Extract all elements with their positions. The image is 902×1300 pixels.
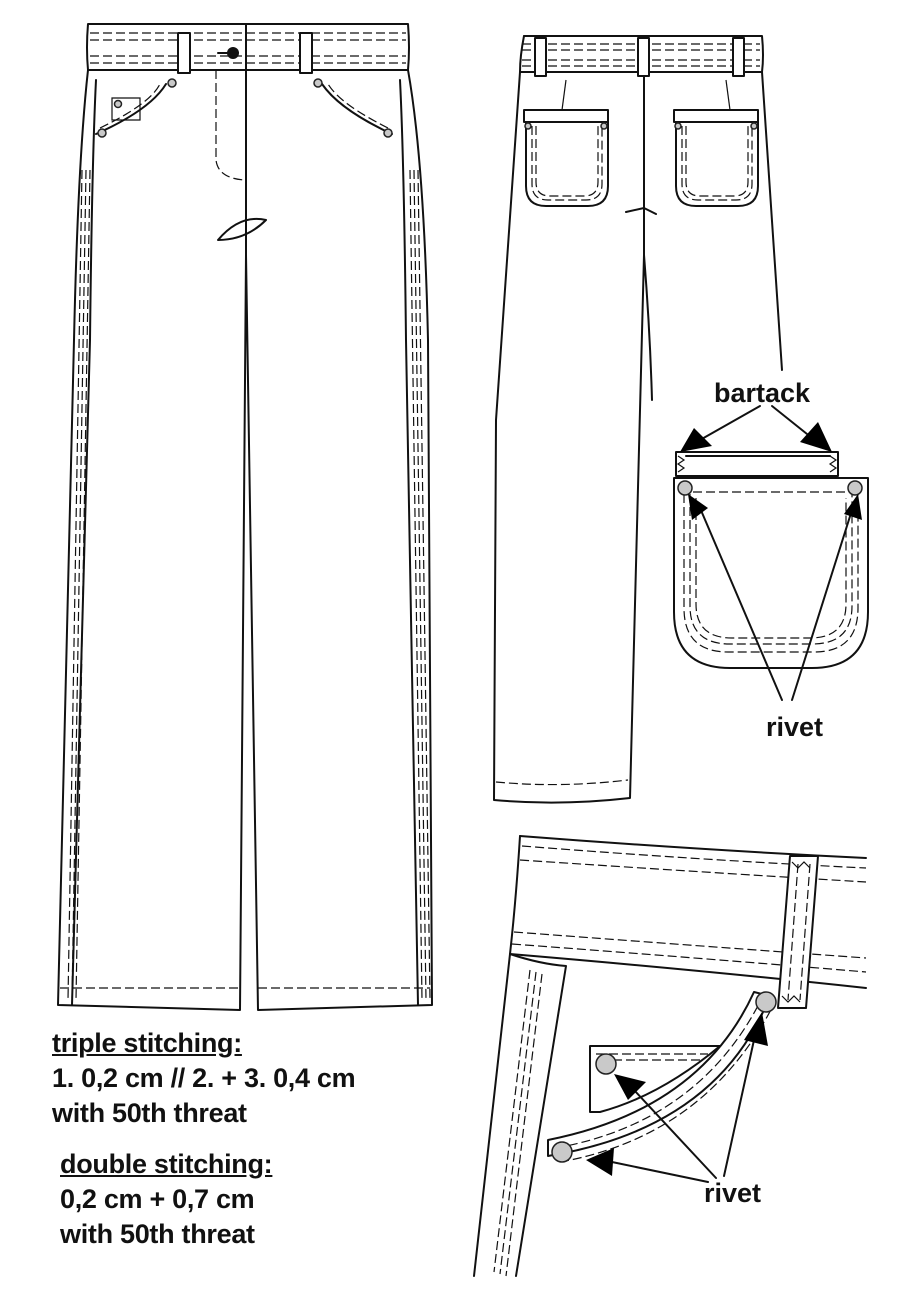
- button: [227, 47, 239, 59]
- rivet-arrow: [614, 1074, 646, 1100]
- rivet: [524, 122, 532, 130]
- triple-stitching-line1: 1. 0,2 cm // 2. + 3. 0,4 cm: [52, 1063, 356, 1093]
- rivet: [313, 78, 323, 88]
- double-stitching-title: double stitching:: [60, 1149, 273, 1179]
- belt-loop: [637, 37, 650, 77]
- front-pocket-detail: rivet: [473, 835, 867, 1277]
- coin-pocket: [589, 1045, 721, 1113]
- rivet-arrow: [844, 494, 862, 520]
- rivet: [600, 122, 608, 130]
- back-view: [493, 35, 783, 804]
- rivet: [750, 122, 758, 130]
- rivet: [674, 122, 682, 130]
- belt-loop: [534, 37, 547, 77]
- rivet-label-front: rivet: [704, 1178, 761, 1208]
- belt-loop: [732, 37, 745, 77]
- front-view: [57, 23, 433, 1011]
- bartack-arrow: [800, 422, 832, 452]
- rivet: [167, 78, 177, 88]
- rivet: [113, 99, 123, 109]
- rivet-arrow: [586, 1148, 614, 1176]
- triple-stitching-note: triple stitching: 1. 0,2 cm // 2. + 3. 0…: [52, 1026, 356, 1131]
- rivet: [383, 128, 393, 138]
- pocket-body: [673, 477, 869, 669]
- rivet: [847, 480, 863, 496]
- rivet: [677, 480, 693, 496]
- rivet: [551, 1141, 573, 1163]
- bartack-label: bartack: [714, 378, 811, 408]
- triple-stitching-line2: with 50th threat: [52, 1098, 247, 1128]
- rivet: [755, 991, 777, 1013]
- belt-loop: [777, 855, 819, 1009]
- rivet-arrow: [688, 494, 708, 520]
- rivet-label-back: rivet: [766, 712, 823, 742]
- rivet: [595, 1053, 617, 1075]
- belt-loop: [299, 32, 313, 74]
- back-pocket-detail: bartack rivet: [673, 378, 869, 742]
- stitching-notes: triple stitching: 1. 0,2 cm // 2. + 3. 0…: [52, 1026, 356, 1252]
- rivet: [97, 128, 107, 138]
- double-stitching-note: double stitching: 0,2 cm + 0,7 cm with 5…: [60, 1147, 355, 1252]
- rivet-arrow: [744, 1012, 768, 1046]
- bartack-arrow: [680, 428, 712, 452]
- back-pocket: [675, 117, 759, 207]
- belt-loop: [177, 32, 191, 74]
- triple-stitching-title: triple stitching:: [52, 1028, 242, 1058]
- double-stitching-line1: 0,2 cm + 0,7 cm: [60, 1184, 255, 1214]
- double-stitching-line2: with 50th threat: [60, 1219, 255, 1249]
- back-pocket: [525, 117, 609, 207]
